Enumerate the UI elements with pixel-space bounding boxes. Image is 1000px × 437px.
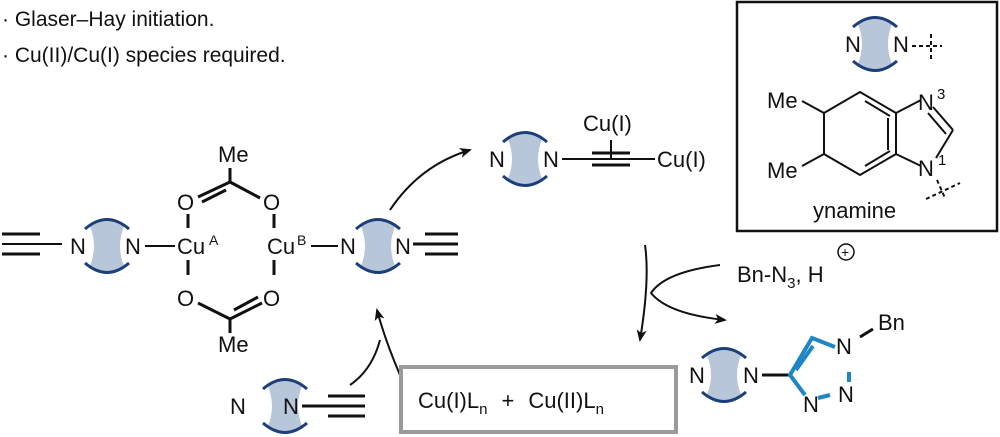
arrow-azide-branch: [649, 264, 727, 324]
legend-caption: ynamine: [813, 198, 896, 223]
arrow-substrate-branch: [349, 339, 381, 386]
copper-acetylide-intermediate: N N Cu(I) Cu(I): [489, 111, 706, 188]
copper-b: Cu: [267, 234, 295, 259]
azide-subscript: 3: [787, 275, 795, 292]
dimer-n-1: N: [70, 234, 86, 259]
dimer-n-4: N: [395, 234, 411, 259]
reaction-arrows: [349, 148, 727, 386]
arrow-to-catalyst: [636, 244, 648, 342]
copper-b-superscript: B: [297, 232, 306, 248]
acetylide-bonds: [562, 140, 655, 167]
dimer-n-2: N: [125, 234, 141, 259]
ynamine-substrate: N N: [230, 377, 365, 435]
acetate-bonds: [186, 168, 276, 333]
product-n-1: N: [689, 363, 705, 388]
intermediate-n-2: N: [543, 147, 559, 172]
arrow-to-intermediate: [389, 148, 472, 211]
legend-box: N N Me Me N 3 N 1 yn: [735, 0, 999, 233]
azide-label: Bn-N: [737, 262, 787, 287]
dicopper-acetate-complex: N N Cu A Cu B N N O O O O Me Me: [2, 142, 458, 357]
positive-charge-icon: +: [837, 243, 855, 261]
product-n-2: N: [743, 363, 759, 388]
methyl-bottom: Me: [218, 332, 249, 357]
benzimidazole-structure: [801, 90, 961, 200]
species-1: Cu(I)L: [418, 388, 479, 413]
alkyne-left: [2, 232, 62, 256]
cu-right: Cu(I): [657, 147, 706, 172]
oxygen-4: O: [263, 286, 280, 311]
ligand-left: [83, 217, 131, 275]
catalyst-box-border: [399, 365, 678, 434]
catalyst-box: Cu(I)Ln+Cu(II)Ln: [399, 365, 678, 434]
triazole-product: N N N N N Bn: [689, 310, 905, 417]
triazole-n1: N: [836, 334, 852, 359]
substrate-n-1: N: [230, 394, 246, 419]
attachment-point-icon: [912, 34, 942, 60]
note-glaser-hay: · Glaser–Hay initiation.: [2, 8, 215, 31]
plus-sign: +: [501, 388, 514, 413]
oxygen-3: O: [177, 286, 194, 311]
species-2-subscript: n: [596, 401, 604, 418]
ligand-intermediate: [501, 130, 549, 188]
legend-atom-n-left: N: [845, 32, 861, 57]
product-benzyl: Bn: [878, 310, 905, 335]
copper-a: Cu: [177, 234, 205, 259]
n1-label: N: [918, 156, 934, 181]
triazole-n3: N: [803, 392, 819, 417]
intermediate-n-1: N: [489, 147, 505, 172]
triazole-ring: [787, 335, 851, 400]
legend-atom-n-right: N: [893, 32, 909, 57]
n3-superscript: 3: [937, 86, 945, 103]
legend-methyl-top: Me: [767, 88, 798, 113]
svg-text:+: +: [841, 244, 849, 260]
reagent-azide: Bn-N3, H: [737, 262, 824, 292]
oxygen-2: O: [263, 190, 280, 215]
catalyst-species: Cu(I)Ln+Cu(II)Ln: [418, 388, 604, 418]
legend-box-border: [735, 0, 999, 233]
cu-top: Cu(I): [583, 111, 632, 136]
substrate-alkyne: [302, 394, 365, 418]
arrow-to-dimer: [374, 308, 401, 376]
copper-a-superscript: A: [209, 232, 219, 248]
methyl-top: Me: [218, 142, 249, 167]
species-2: Cu(II)L: [528, 388, 595, 413]
oxygen-1: O: [177, 190, 194, 215]
substrate-n-2: N: [283, 394, 299, 419]
acid-label: , H: [795, 262, 823, 287]
n3-label: N: [918, 90, 934, 115]
ligand-right: [354, 217, 402, 275]
ligand-product: [700, 346, 748, 404]
n1-superscript: 1: [938, 152, 946, 169]
alkyne-right: [413, 232, 458, 256]
triazole-n2: N: [838, 382, 854, 407]
note-cu-species: · Cu(II)/Cu(I) species required.: [2, 44, 286, 67]
dimer-n-3: N: [340, 234, 356, 259]
species-1-subscript: n: [479, 401, 487, 418]
legend-methyl-bottom: Me: [767, 158, 798, 183]
